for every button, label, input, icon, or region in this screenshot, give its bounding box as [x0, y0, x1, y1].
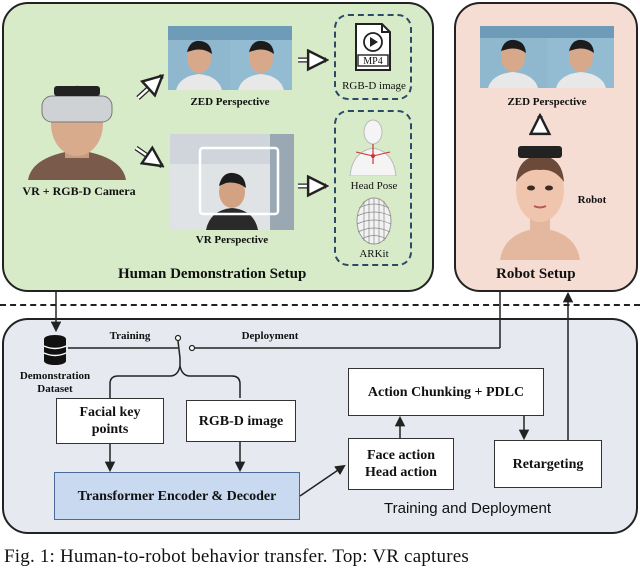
retargeting-box: Retargeting [494, 440, 602, 488]
face-capture-box [334, 110, 412, 266]
face-action-text: Face action [366, 448, 436, 463]
head-pose-icon [349, 119, 397, 176]
head-action-text: Head action [365, 465, 437, 480]
rgbd-image-box: RGB-D image [186, 400, 296, 442]
arkit-label: ARKit [359, 248, 389, 260]
dataset-label-line1: Demonstration [19, 370, 91, 382]
training-switch-node [174, 334, 182, 342]
transformer-box: Transformer Encoder & Decoder [54, 472, 300, 520]
deployment-label: Deployment [241, 330, 299, 342]
facial-keypoints-line1: Facial key [79, 405, 141, 420]
split-brace [109, 365, 241, 398]
arkit-face-mesh-icon [356, 197, 392, 245]
vr-perspective-image [170, 134, 294, 230]
human-setup-title: Human Demonstration Setup [118, 266, 307, 282]
action-chunking-box: Action Chunking + PDLC [348, 368, 544, 416]
rgbd-image-label: RGB-D image [342, 80, 406, 92]
facial-keypoints-box: Facial key points [56, 398, 164, 444]
section-divider [0, 304, 640, 306]
mp4-file-icon [355, 23, 391, 71]
switch-lever [177, 340, 181, 359]
operator-photo [18, 72, 136, 180]
arrow-transformer-to-action [299, 464, 346, 497]
training-label: Training [109, 330, 151, 342]
face-head-action-box: Face action Head action [348, 438, 454, 490]
rgbd-output-box [334, 14, 412, 100]
robot-photo [496, 142, 584, 260]
operator-label: VR + RGB-D Camera [22, 184, 136, 198]
zed-perspective-label: ZED Perspective [190, 96, 270, 108]
figure-caption: Fig. 1: Human-to-robot behavior transfer… [4, 546, 469, 567]
robot-label: Robot [577, 194, 607, 206]
head-pose-label: Head Pose [350, 180, 398, 192]
deployment-switch-node [188, 344, 196, 352]
facial-keypoints-line2: points [91, 422, 129, 437]
zed-perspective-image [168, 26, 292, 90]
vr-perspective-label: VR Perspective [195, 234, 269, 246]
dataset-label-line2: Dataset [37, 383, 73, 395]
database-icon [43, 335, 67, 365]
training-deployment-title: Training and Deployment [384, 500, 552, 517]
robot-zed-perspective-image [480, 26, 614, 88]
mp4-label: MP4 [363, 56, 383, 67]
robot-setup-title: Robot Setup [496, 266, 576, 282]
robot-zed-perspective-label: ZED Perspective [507, 96, 587, 108]
